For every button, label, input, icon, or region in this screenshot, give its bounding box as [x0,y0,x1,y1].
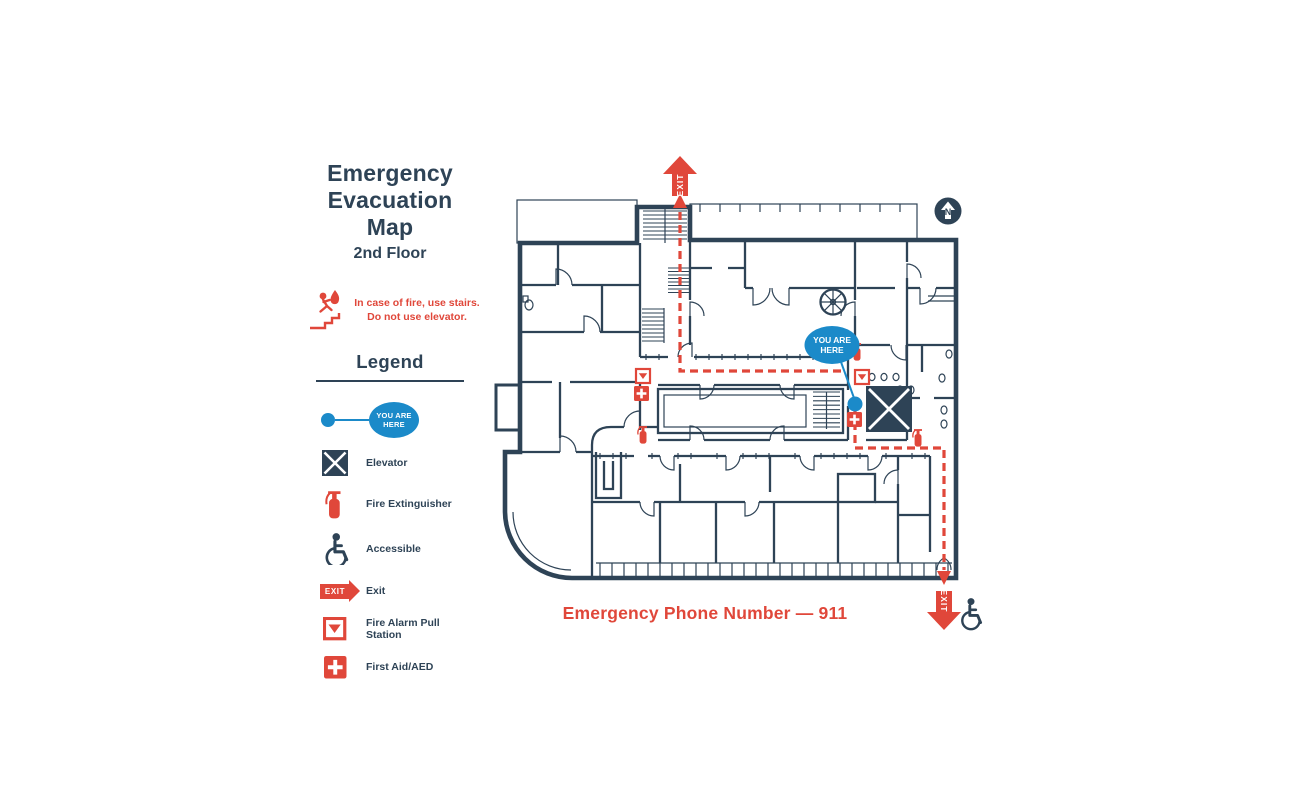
legend: Legend YOU ARE HERE Elevator [316,351,464,680]
emergency-phone-number: Emergency Phone Number — 911 [562,603,848,623]
page-title: Emergency Evacuation Map [327,160,453,241]
info-panel: Emergency Evacuation Map 2nd Floor In ca… [308,160,480,692]
deck-outlines [516,199,918,244]
you-are-here-bubble-icon: YOU ARE HERE [369,402,419,439]
svg-text:YOU ARE: YOU ARE [813,335,851,345]
legend-item-you-are-here: YOU ARE HERE [316,400,464,440]
north-compass-icon: N [934,197,962,225]
fire-alarm-marker [634,367,652,385]
first-aid-marker [847,412,862,427]
exit-arrow-icon: EXIT [316,580,361,603]
svg-text:EXIT: EXIT [939,590,949,613]
legend-item-fire-alarm: Fire Alarm Pull Station [316,616,464,642]
legend-item-exit: EXIT Exit [316,578,464,604]
you-are-here-bubble [804,326,860,364]
interior-walls [520,240,956,578]
elevator-icon [316,450,354,477]
fire-notice: In case of fire, use stairs. Do not use … [306,289,482,331]
svg-text:HERE: HERE [820,345,844,355]
you-are-here-leader-line [335,419,369,422]
fire-notice-text: In case of fire, use stairs. Do not use … [354,296,480,324]
floor-plan: EXIT EXIT N YOU ARE HERE [494,156,983,631]
you-are-here: YOU ARE HERE [804,326,863,412]
fire-stairs-icon [308,289,341,330]
exit-arrow-top: EXIT [663,156,697,196]
fire-extinguisher-marker [911,429,923,448]
svg-text:N: N [945,207,952,217]
fire-alarm-marker [853,368,871,386]
legend-divider [316,380,464,383]
first-aid-icon [316,655,354,679]
you-are-here-dot [847,396,863,412]
evacuation-route-north [678,199,846,373]
legend-heading: Legend [356,351,424,373]
legend-item-accessible: Accessible [316,532,464,566]
svg-text:EXIT: EXIT [675,174,685,197]
legend-item-first-aid: First Aid/AED [316,654,464,680]
fire-extinguisher-marker [636,426,648,445]
staircases [642,207,847,429]
exit-arrow-bottom: EXIT [927,590,961,630]
spiral-stair [819,288,847,316]
legend-item-elevator: Elevator [316,450,464,477]
you-are-here-dot-icon [321,413,335,428]
evacuation-routes [673,194,951,585]
legend-item-fire-extinguisher: Fire Extinguisher [316,488,464,521]
first-aid-marker [634,386,649,401]
route-arrowhead-north [673,194,687,208]
window-ticks [599,354,949,578]
evacuation-route-south [853,409,946,570]
floor-label: 2nd Floor [353,245,427,263]
accessible-icon [316,533,354,566]
fire-extinguisher-icon [316,488,354,521]
route-arrowhead-south [937,571,951,585]
outer-walls [494,204,959,581]
fire-alarm-icon [316,617,354,641]
elevator-shaft [866,386,912,432]
